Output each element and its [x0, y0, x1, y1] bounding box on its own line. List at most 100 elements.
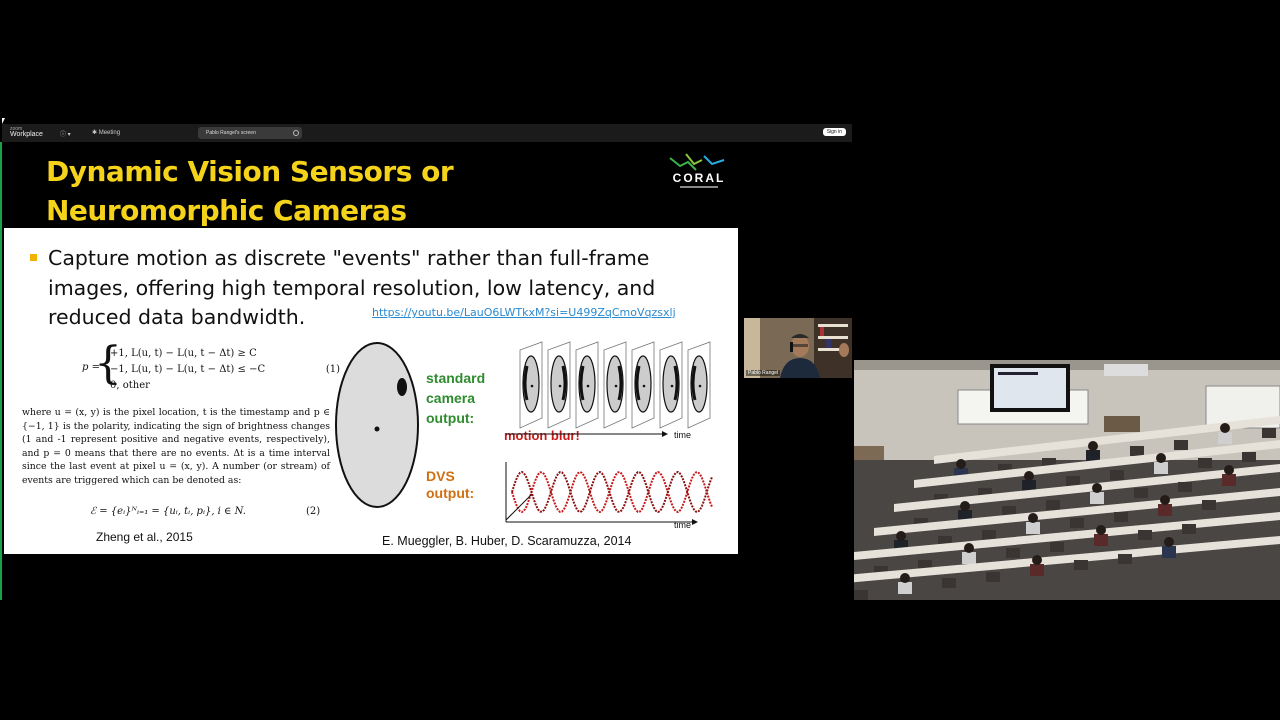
student-body — [1094, 534, 1108, 546]
student — [956, 459, 966, 469]
sign-in-button[interactable]: Sign in — [822, 128, 846, 136]
speaker-video — [744, 318, 852, 378]
equation-lhs: p = — [82, 362, 100, 373]
citation-right: E. Mueggler, B. Huber, D. Scaramuzza, 20… — [382, 534, 632, 548]
chair — [1050, 542, 1064, 552]
speaker-video-tile[interactable]: Pablo Rangel — [744, 318, 852, 378]
equation2-number: (2) — [306, 506, 321, 517]
chair — [942, 578, 956, 588]
chair — [918, 560, 932, 570]
meeting-label: Meeting — [98, 130, 121, 136]
event-trace — [511, 470, 713, 514]
camera-frame — [547, 341, 571, 429]
zoom-logo-line1: zoom — [10, 126, 23, 132]
chair — [914, 518, 928, 528]
student-body — [1086, 450, 1100, 462]
chair — [1070, 518, 1084, 528]
camera-frame — [519, 341, 543, 429]
time-axis-label: time — [674, 430, 692, 440]
coral-logo: CORAL — [669, 153, 726, 188]
student-body — [1158, 504, 1172, 516]
classroom-video-tile[interactable] — [854, 360, 1280, 600]
info-icon[interactable]: ⓘ ▾ — [60, 132, 71, 138]
chair — [1042, 458, 1056, 468]
citation-left: Zheng et al., 2015 — [96, 530, 193, 544]
bullet-text: Capture motion as discrete "events" rath… — [48, 246, 656, 329]
chair — [982, 530, 996, 540]
student — [896, 531, 906, 541]
desk-row — [934, 416, 1280, 464]
student-body — [898, 582, 912, 594]
camera-frame — [659, 341, 683, 429]
zoom-logo: zoom Workplace — [10, 126, 43, 138]
chair — [1182, 524, 1196, 534]
student — [1220, 423, 1230, 433]
student-body — [1030, 564, 1044, 576]
desk-row — [914, 440, 1280, 488]
camera-frame — [631, 341, 655, 429]
event-trace — [511, 470, 713, 514]
student-body — [1218, 432, 1232, 444]
slide-header: Dynamic Vision Sensors or Neuromorphic C… — [4, 144, 738, 228]
desk-row — [854, 512, 1280, 560]
camera-frame — [575, 341, 599, 429]
chair — [1066, 476, 1080, 486]
student — [1028, 513, 1038, 523]
student-body — [1154, 462, 1168, 474]
speaker-name: Pablo Rangel — [746, 370, 781, 376]
chair — [998, 464, 1012, 474]
zoom-logo-line2: Workplace — [10, 131, 43, 138]
equation-line: 0, other — [110, 380, 150, 391]
standard-frames-figure — [506, 341, 711, 437]
meeting-menu[interactable]: ✱ Meeting — [92, 129, 120, 136]
coral-logo-text: CORAL — [673, 171, 726, 185]
chair — [938, 536, 952, 546]
chair — [934, 494, 948, 504]
student — [964, 543, 974, 553]
chair — [1130, 446, 1144, 456]
dvs-output-label: DVS output: — [426, 468, 475, 501]
chair — [1262, 428, 1276, 438]
student-body — [1162, 546, 1176, 558]
chair — [978, 488, 992, 498]
meeting-icon: ✱ — [92, 130, 98, 136]
stop-share-icon[interactable] — [293, 130, 299, 136]
chair — [854, 590, 868, 600]
student-body — [962, 552, 976, 564]
camera-frame — [603, 341, 627, 429]
student — [900, 573, 910, 583]
chair — [1178, 482, 1192, 492]
student — [1032, 555, 1042, 565]
chair — [1118, 554, 1132, 564]
shared-slide: Dynamic Vision Sensors or Neuromorphic C… — [4, 144, 738, 554]
motion-blur-label: motion blur! — [504, 428, 580, 443]
student-body — [1026, 522, 1040, 534]
chair — [1174, 440, 1188, 450]
student — [1164, 537, 1174, 547]
sharing-indicator[interactable]: Pablo Rangel's screen — [198, 127, 302, 139]
student — [1160, 495, 1170, 505]
youtube-link[interactable]: https://youtu.be/LauO6LWTkxM?si=U499ZqCm… — [372, 306, 676, 319]
chair — [1138, 530, 1152, 540]
classroom-video — [854, 360, 1280, 600]
camera-frame — [687, 341, 711, 429]
equation-number: (1) — [325, 364, 340, 375]
chair — [986, 572, 1000, 582]
chair — [1006, 548, 1020, 558]
chair — [1002, 506, 1016, 516]
student — [1088, 441, 1098, 451]
student — [1024, 471, 1034, 481]
dvs-events-figure — [505, 462, 713, 525]
zoom-toolbar: zoom Workplace ⓘ ▾ ✱ Meeting Pablo Range… — [2, 124, 852, 142]
equation-line: +1, L(u, t) − L(u, t − Δt) ≥ C — [110, 348, 257, 359]
student — [1224, 465, 1234, 475]
student — [1156, 453, 1166, 463]
equation-brace: { — [94, 338, 122, 389]
student — [1096, 525, 1106, 535]
student-body — [1222, 474, 1236, 486]
desk-row — [874, 488, 1280, 536]
chair — [1074, 560, 1088, 570]
desk-row — [894, 464, 1280, 512]
chair — [1198, 458, 1212, 468]
share-border — [0, 142, 2, 600]
